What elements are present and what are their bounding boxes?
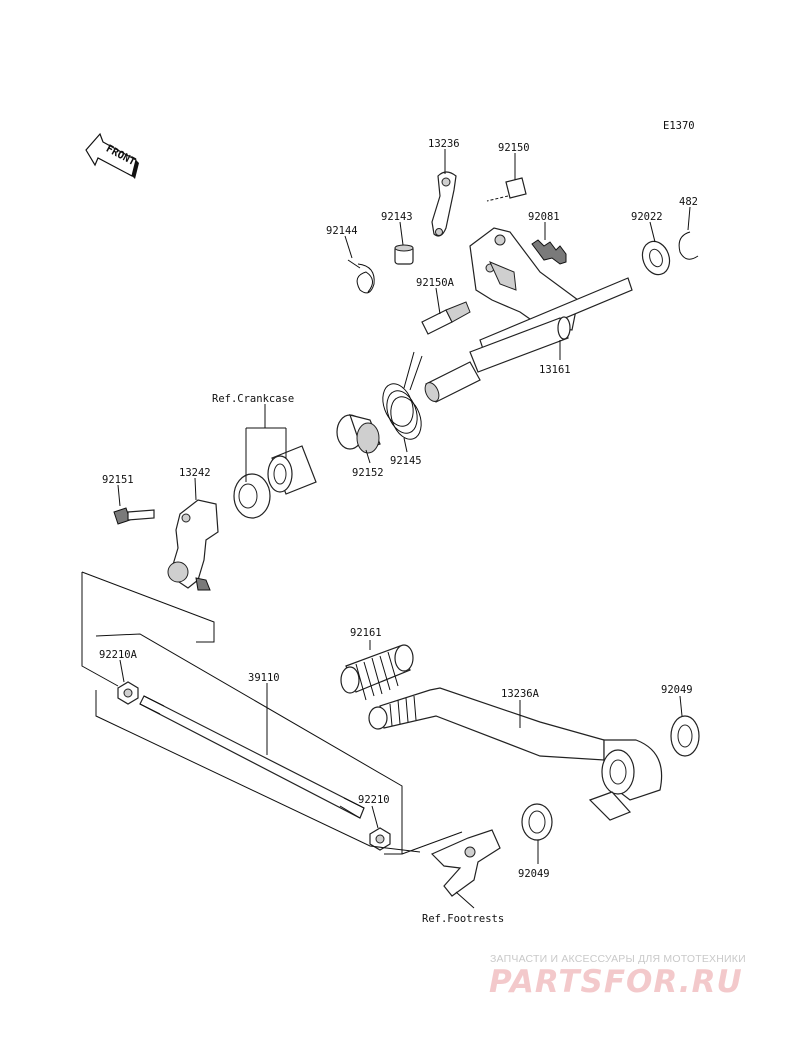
- label-13161: 13161: [539, 364, 571, 376]
- label-92161: 92161: [350, 627, 382, 639]
- part-92150A-bolt: [421, 301, 471, 335]
- label-92210: 92210: [358, 794, 390, 806]
- part-13236-arm: [431, 171, 457, 237]
- part-92081-spring: [531, 239, 567, 265]
- label-482: 482: [679, 196, 698, 208]
- label-92152: 92152: [352, 467, 384, 479]
- part-92150-bolt: [486, 177, 527, 202]
- watermark-caption: ЗАПЧАСТИ И АКСЕССУАРЫ ДЛЯ МОТОТЕХНИКИ: [490, 953, 746, 965]
- label-13242: 13242: [179, 467, 211, 479]
- label-92022: 92022: [631, 211, 663, 223]
- part-13236A-pedal: [368, 687, 663, 821]
- part-footrest-bracket: [430, 829, 501, 897]
- leader-lines: [117, 149, 691, 864]
- part-92049-seal-lower: [521, 803, 553, 841]
- crankcase-bracket: [245, 404, 287, 482]
- part-39110-tie-rod: [139, 695, 365, 819]
- part-92144-spring: [347, 259, 375, 294]
- watermark-logo: PARTSFOR.RU: [489, 964, 743, 1000]
- part-92152-bush: [336, 414, 381, 454]
- part-92143-collar: [394, 244, 414, 265]
- label-92144: 92144: [326, 225, 358, 237]
- part-13161-shaft: [469, 277, 633, 373]
- label-92049-upper: 92049: [661, 684, 693, 696]
- label-92145: 92145: [390, 455, 422, 467]
- label-13236: 13236: [428, 138, 460, 150]
- label-ref-crankcase: Ref.Crankcase: [212, 393, 294, 405]
- label-92049-lower: 92049: [518, 868, 550, 880]
- label-92081: 92081: [528, 211, 560, 223]
- label-ref-footrests: Ref.Footrests: [422, 913, 504, 925]
- part-oil-seal: [233, 473, 271, 519]
- label-92143: 92143: [381, 211, 413, 223]
- part-482-circlip: [678, 231, 699, 260]
- part-92145-spring: [382, 351, 423, 440]
- part-needle-bearing: [267, 445, 317, 495]
- rod-bracket-lines: [81, 571, 475, 909]
- part-92210A-nut: [117, 681, 139, 705]
- part-92049-seal-upper: [670, 715, 700, 757]
- label-92150: 92150: [498, 142, 530, 154]
- label-39110: 39110: [248, 672, 280, 684]
- part-92210-nut: [369, 827, 391, 851]
- label-92150A: 92150A: [416, 277, 455, 289]
- label-13236A: 13236A: [501, 688, 540, 700]
- part-shaft-spline: [424, 361, 481, 403]
- part-92161-rubber: [340, 644, 414, 701]
- part-92022-washer: [641, 240, 671, 276]
- diagram-code: E1370: [663, 120, 695, 132]
- part-92151-bolt: [113, 507, 155, 525]
- part-shift-plate: [469, 227, 579, 331]
- label-92210A: 92210A: [99, 649, 138, 661]
- front-arrow-icon: FRONT: [85, 132, 139, 179]
- label-92151: 92151: [102, 474, 134, 486]
- part-labels: 13236 92150 92143 92081 92022 482 92144 …: [99, 138, 698, 925]
- part-13242-lever: [167, 499, 219, 591]
